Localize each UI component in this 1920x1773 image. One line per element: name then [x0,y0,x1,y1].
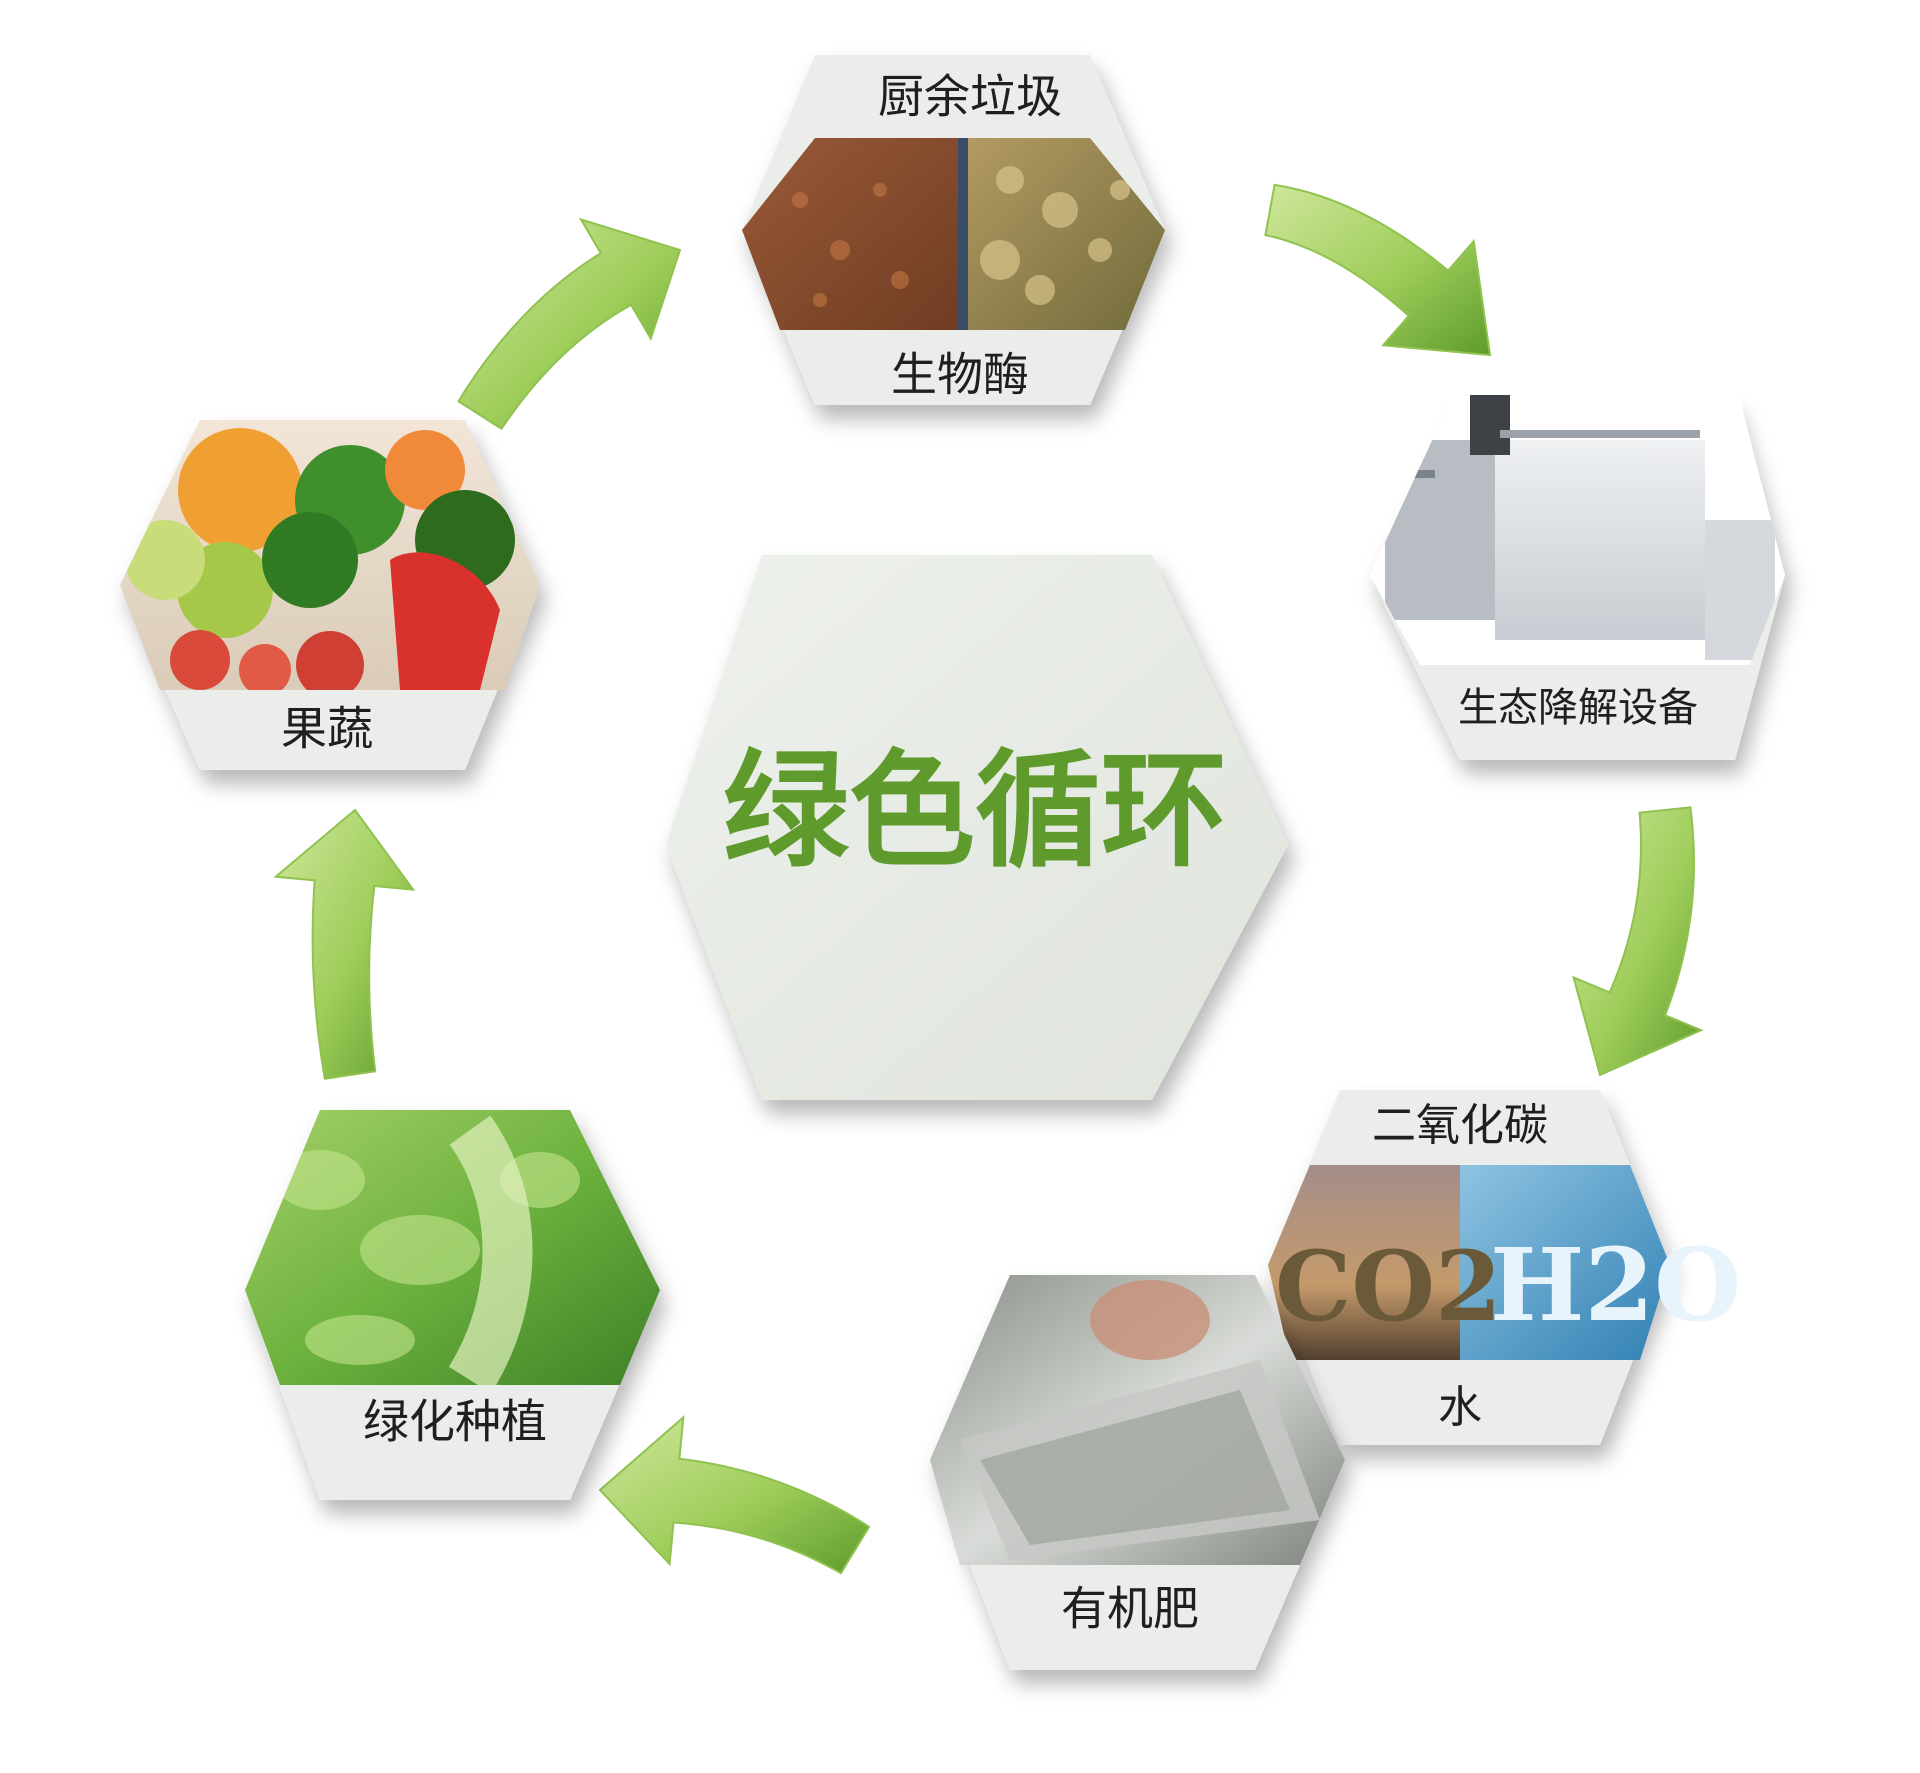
water-label: 水 [1438,1382,1482,1433]
vegetables-label: 果蔬 [281,702,373,756]
fertilizer-label: 有机肥 [1061,1582,1199,1636]
equipment-image [1370,380,1785,665]
fertilizer-image [930,1275,1345,1565]
equipment-label: 生态降解设备 [1458,685,1698,731]
arrow-waste-to-equipment [1264,183,1492,357]
arrow-greening-to-vegetables [273,808,416,1080]
kitchen-waste-image [742,138,1165,330]
arrow-vegetables-to-waste [457,217,682,431]
greening-label: 绿化种植 [363,1395,547,1449]
enzyme-label: 生物酶 [891,348,1029,402]
h2o-symbol: H2O [1490,1226,1741,1344]
greening-image [245,1110,660,1385]
co2-water-image [1268,1165,1670,1360]
co2-symbol: CO2 [1275,1230,1502,1343]
arrow-fertilizer-to-greening [598,1415,871,1575]
co2-label: 二氧化碳 [1372,1100,1548,1151]
vegetables-image [120,420,540,690]
arrow-equipment-to-co2 [1572,806,1704,1077]
center-hexagon [666,555,1288,1100]
kitchen-waste-label: 厨余垃圾 [878,70,1062,124]
center-title: 绿色循环 [723,738,1227,885]
